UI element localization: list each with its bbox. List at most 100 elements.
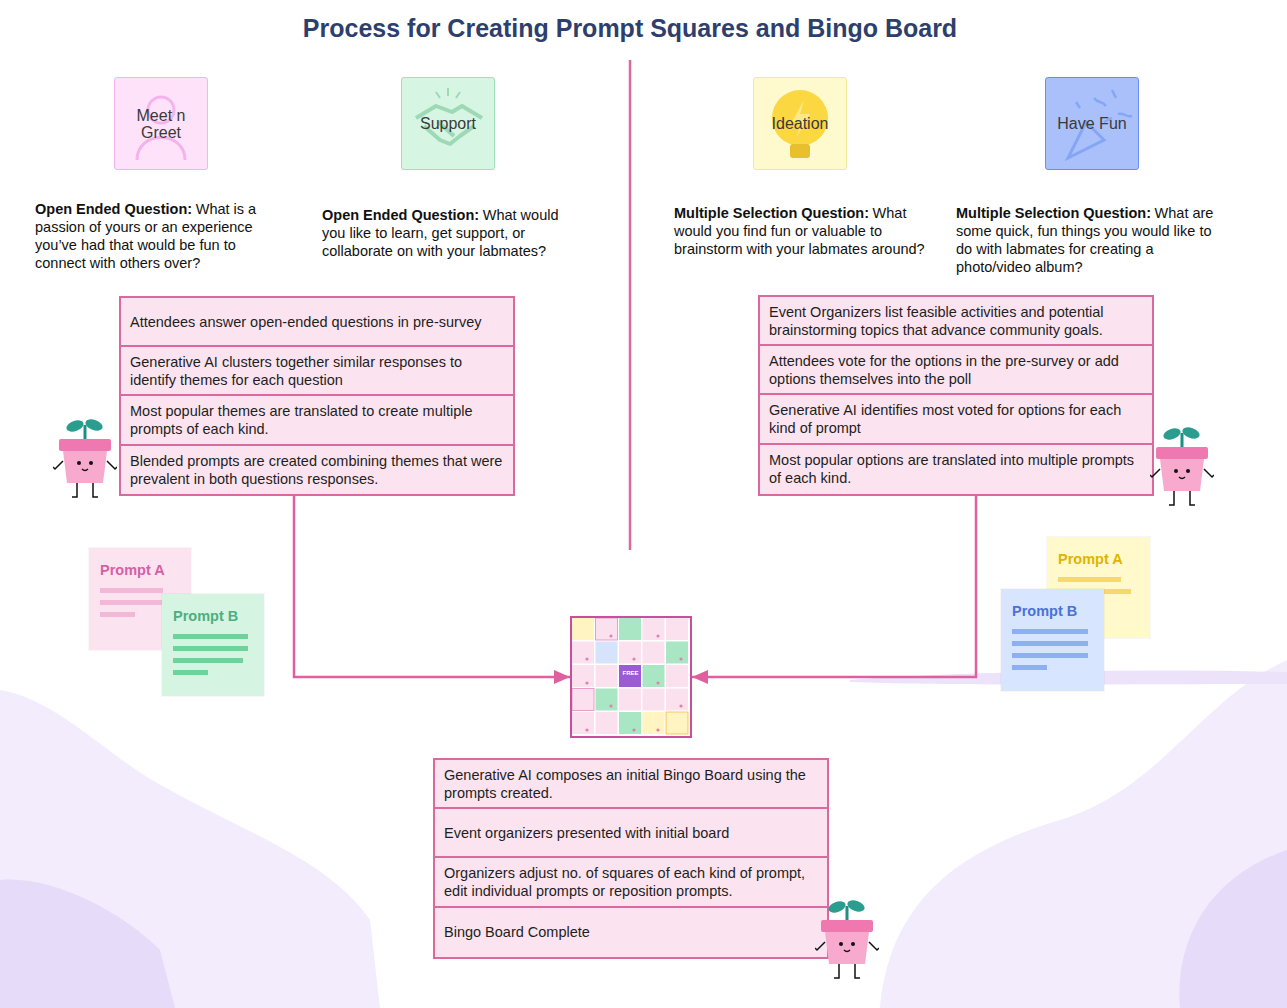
handshake-icon: [416, 106, 482, 144]
bingo-free-cell: [619, 665, 641, 687]
cell-icon: [656, 681, 659, 684]
bulb-icon: [790, 144, 810, 158]
bingo-cell-icons: [585, 634, 682, 731]
note-line: [173, 658, 243, 663]
note-line: [173, 670, 208, 675]
process-box: Organizers adjust no. of squares of each…: [433, 856, 829, 908]
question-type: Multiple Selection Question:: [956, 205, 1151, 221]
process-box: Attendees vote for the options in the pr…: [758, 344, 1154, 396]
step-text: Event organizers presented with initial …: [444, 824, 729, 842]
background-blob: [0, 880, 175, 1008]
step-text: Bingo Board Complete: [444, 923, 590, 941]
cell-icon: [585, 657, 588, 660]
bingo-cell: [643, 689, 665, 711]
question-block: Multiple Selection Question:What would y…: [674, 204, 929, 258]
question-block: Multiple Selection Question:What are som…: [956, 204, 1231, 276]
step-text: Most popular themes are translated to cr…: [130, 402, 504, 438]
cell-icon: [656, 728, 659, 731]
cell-icon: [585, 681, 588, 684]
bingo-cell: [596, 665, 618, 687]
note-line: [100, 588, 163, 593]
category-tile: Have Fun: [1045, 77, 1139, 170]
pot-mascot: [815, 898, 879, 978]
note-title: Prompt A: [1058, 551, 1123, 567]
process-box: Generative AI identifies most voted for …: [758, 393, 1154, 445]
note-line: [1012, 665, 1047, 670]
bingo-cell: [572, 665, 594, 687]
person-icon: [137, 138, 185, 161]
step-text: Blended prompts are created combining th…: [130, 452, 504, 488]
tile-label: Ideation: [772, 115, 829, 132]
cell-icon: [609, 704, 612, 707]
bingo-cell: [619, 689, 641, 711]
tile-icon: [772, 90, 828, 158]
bingo-cell: [596, 642, 618, 664]
bingo-cell: [572, 712, 594, 734]
bingo-board: FREE: [570, 616, 692, 738]
cell-icon: [632, 657, 635, 660]
note-line: [1012, 653, 1088, 658]
flow-arrow: [294, 496, 570, 678]
bingo-cell: [666, 618, 688, 640]
step-text: Attendees vote for the options in the pr…: [769, 352, 1143, 388]
tile-label: Have Fun: [1057, 115, 1126, 132]
cell-icon: [679, 657, 682, 660]
divider-line: [629, 60, 632, 550]
step-text: Event Organizers list feasible activitie…: [769, 303, 1143, 339]
prompt-note: Prompt B: [162, 594, 264, 696]
cell-icon: [679, 704, 682, 707]
question-block: Open Ended Question:What is a passion of…: [35, 200, 280, 272]
bingo-cell: [643, 712, 665, 734]
bingo-cell: [643, 642, 665, 664]
background-blob: [0, 690, 380, 1008]
bingo-cell: [666, 642, 688, 664]
prompt-note: Prompt B: [1001, 589, 1104, 691]
step-text: Most popular options are translated into…: [769, 451, 1143, 487]
question-type: Open Ended Question:: [35, 201, 192, 217]
note-line: [173, 646, 248, 651]
note-title: Prompt B: [173, 608, 238, 624]
note-title: Prompt A: [100, 562, 165, 578]
process-box: Most popular options are translated into…: [758, 443, 1154, 496]
category-tile: Meet n Greet: [114, 77, 208, 170]
cell-icon: [609, 634, 612, 637]
cell-icon: [632, 728, 635, 731]
free-label: FREE: [619, 669, 642, 677]
note-line: [1012, 629, 1088, 634]
note-title: Prompt B: [1012, 603, 1077, 619]
process-box: Most popular themes are translated to cr…: [119, 394, 515, 446]
note-line: [1012, 641, 1088, 646]
bingo-cell: [666, 689, 688, 711]
tile-label: Support: [420, 115, 476, 132]
tile-label: Meet n Greet: [125, 107, 197, 141]
bingo-cell: [572, 618, 594, 640]
step-text: Generative AI clusters together similar …: [130, 353, 504, 389]
note-line: [1058, 577, 1121, 582]
bingo-cell: [572, 689, 594, 711]
question-block: Open Ended Question:What would you like …: [322, 206, 577, 260]
step-text: Attendees answer open-ended questions in…: [130, 313, 481, 331]
tile-icon: [416, 88, 482, 144]
process-box: Generative AI clusters together similar …: [119, 345, 515, 397]
bingo-cell: [666, 712, 688, 734]
process-box: Event Organizers list feasible activitie…: [758, 295, 1154, 346]
pot-mascot: [1150, 425, 1214, 505]
pot-mascot: [53, 417, 117, 497]
step-text: Generative AI composes an initial Bingo …: [444, 766, 818, 802]
question-type: Multiple Selection Question:: [674, 205, 869, 221]
category-tile: Ideation: [753, 77, 847, 170]
flow-arrow: [692, 496, 976, 678]
step-text: Generative AI identifies most voted for …: [769, 401, 1143, 437]
bingo-cell: [572, 642, 594, 664]
bingo-cell: [619, 712, 641, 734]
process-box: Bingo Board Complete: [433, 906, 829, 959]
note-line: [100, 612, 135, 617]
cell-icon: [585, 728, 588, 731]
cell-icon: [656, 634, 659, 637]
bingo-cell: [643, 665, 665, 687]
bulb-icon: [772, 90, 828, 146]
